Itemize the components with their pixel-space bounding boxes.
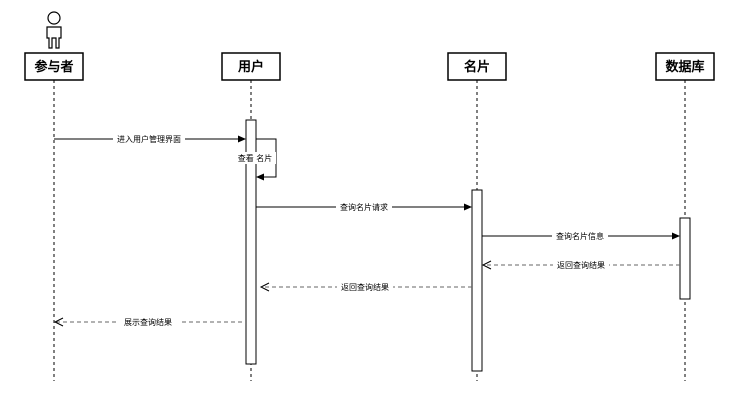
message-enter-user-management: 进入用户管理界面 — [54, 133, 246, 145]
message-query-card-request: 查询名片请求 — [256, 201, 472, 213]
participant-title-db: 数据库 — [665, 59, 704, 75]
actor-icon — [46, 11, 62, 49]
message-label: 返回查询结果 — [341, 282, 389, 292]
message-query-card-info: 查询名片信息 — [482, 230, 680, 242]
participant-title-user: 用户 — [237, 59, 264, 75]
message-label: 展示查询结果 — [124, 317, 172, 327]
participant-title-card: 名片 — [464, 59, 490, 75]
lifeline-db: 数据库 — [655, 52, 715, 381]
message-label: 查询名片信息 — [556, 231, 604, 241]
participant-box-user — [221, 52, 281, 81]
message-return-result-card: 返回查询结果 — [259, 281, 472, 293]
message-label: 查询名片请求 — [340, 202, 388, 212]
message-return-result-db: 返回查询结果 — [481, 259, 680, 271]
activation-db — [679, 217, 691, 300]
message-show-result: 展示查询结果 — [53, 316, 242, 328]
participant-box-card — [447, 52, 507, 81]
participant-box-db — [655, 52, 715, 81]
message-label: 查看 名片 — [238, 153, 273, 163]
activation-card — [471, 189, 483, 372]
lifeline-actor: 参与者 — [24, 52, 84, 381]
message-label: 进入用户管理界面 — [117, 134, 181, 144]
message-label: 返回查询结果 — [557, 260, 605, 270]
message-view-card-self: 查看 名片 — [236, 138, 277, 181]
activation-user — [245, 119, 257, 365]
participant-title-actor: 参与者 — [34, 59, 73, 75]
